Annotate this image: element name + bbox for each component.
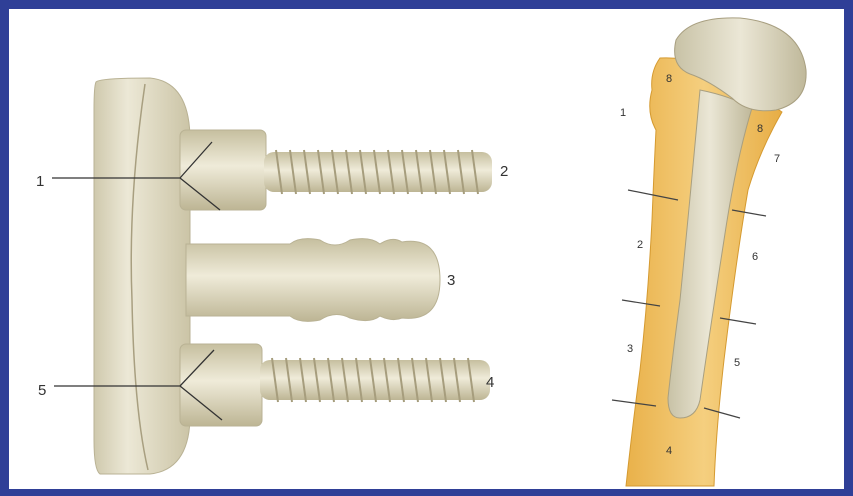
implant-label-2: 2 [500,163,508,180]
femur-zone-label-6: 6 [752,251,758,263]
implant-base-plate [94,78,190,474]
femur-zone-label-8-medial: 8 [757,123,763,135]
implant-top-screw-thread [264,150,492,194]
implant-label-4: 4 [486,374,494,391]
implant-label-3: 3 [447,272,455,289]
implant-bottom-screw-neck [180,344,262,426]
femur-zone-label-4: 4 [666,445,672,457]
implant-bottom-screw-thread [260,358,490,402]
femur-zone-label-3: 3 [627,343,633,355]
implant-label-5: 5 [38,382,46,399]
implant-label-1: 1 [36,173,44,190]
implant-top-screw-neck [180,130,266,210]
femur-zone-label-7: 7 [774,153,780,165]
femur-zone-label-2: 2 [637,239,643,251]
femur-zone-label-1: 1 [620,107,626,119]
femur-zone-label-8-lateral: 8 [666,73,672,85]
femur-zone-label-5: 5 [734,357,740,369]
implant-middle-peg [186,239,440,322]
implant-illustration: 1 2 3 4 5 [36,78,508,474]
femur-illustration: 1 2 3 4 5 6 7 8 8 [612,18,806,486]
